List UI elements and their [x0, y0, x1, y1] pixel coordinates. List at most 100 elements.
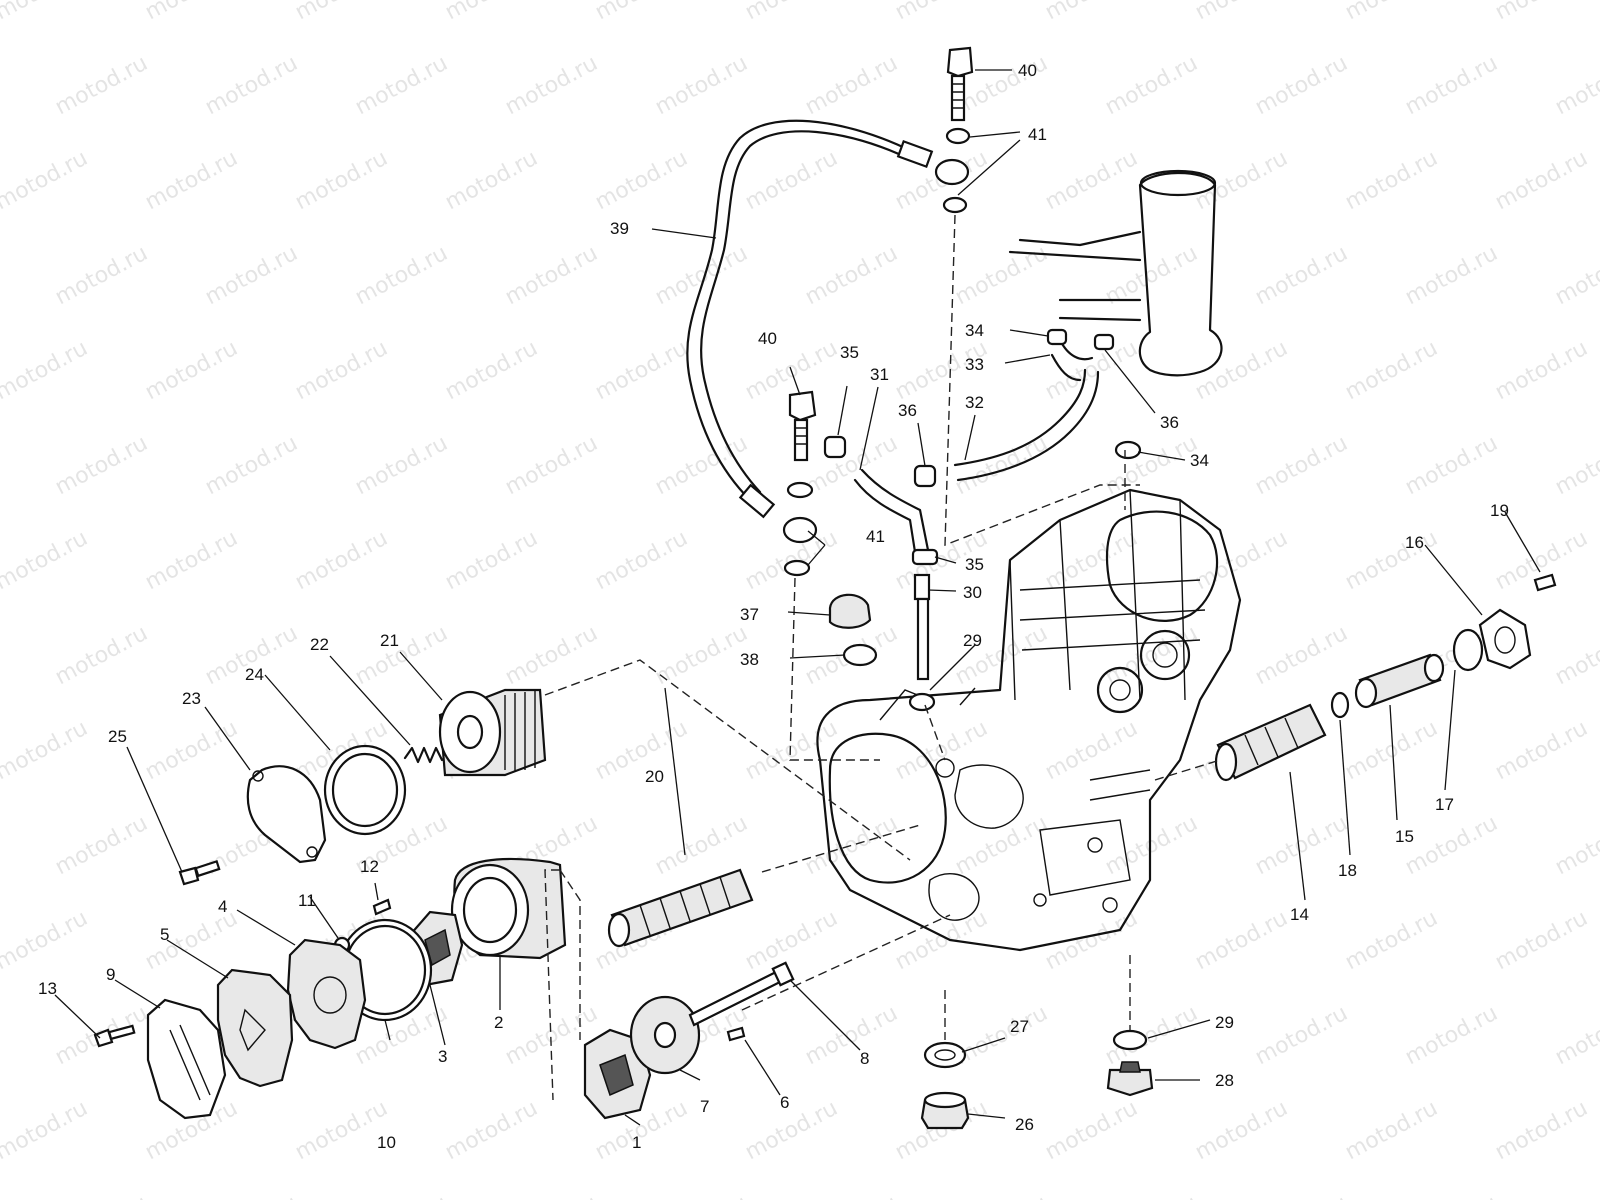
strainer-14	[1214, 703, 1327, 782]
drain-plug-26	[920, 1091, 970, 1130]
callout-21: 21	[380, 631, 399, 650]
watermark-text: motod.ru	[0, 1191, 2, 1200]
callout-25: 25	[108, 727, 127, 746]
watermark-text: motod.ru	[291, 336, 392, 405]
watermark-text: motod.ru	[0, 716, 92, 785]
watermark-text: motod.ru	[1551, 431, 1600, 500]
clamp-34-right	[1114, 440, 1142, 460]
watermark-text: motod.ru	[741, 146, 842, 215]
fitting-15	[1354, 653, 1445, 709]
pump-shaft-8	[688, 961, 795, 1027]
watermark-text: motod.ru	[1191, 1096, 1292, 1165]
watermark-text: motod.ru	[1251, 1191, 1352, 1200]
watermark-text: motod.ru	[1551, 1191, 1600, 1200]
watermark-text: motod.ru	[1191, 906, 1292, 975]
watermark-text: motod.ru	[1401, 431, 1502, 500]
watermark-text: motod.ru	[1191, 0, 1292, 25]
watermark-text: motod.ru	[291, 526, 392, 595]
watermark-text: motod.ru	[501, 431, 602, 500]
watermark-text: motod.ru	[651, 1191, 752, 1200]
watermark-text: motod.ru	[1101, 431, 1202, 500]
watermark-text: motod.ru	[441, 0, 542, 25]
watermark-text: motod.ru	[1251, 431, 1352, 500]
watermark-text: motod.ru	[291, 1096, 392, 1165]
watermark-text: motod.ru	[1341, 526, 1442, 595]
watermark-text: motod.ru	[801, 1001, 902, 1070]
callout-labels: 1 2 3 4 5 6 7 8 9 10 11 12 13 14 15 16 1…	[38, 61, 1509, 1152]
watermark-text: motod.ru	[1401, 1001, 1502, 1070]
watermark-text: motod.ru	[441, 146, 542, 215]
pin-12	[372, 898, 392, 916]
callout-36-right: 36	[1160, 413, 1179, 432]
gasket-5	[216, 968, 294, 1088]
watermark-text: motod.ru	[591, 336, 692, 405]
callout-32: 32	[965, 393, 984, 412]
watermark-text: motod.ru	[201, 1191, 302, 1200]
watermark-text: motod.ru	[1101, 621, 1202, 690]
callout-36-left: 36	[898, 401, 917, 420]
watermark-text: motod.ru	[441, 1096, 542, 1165]
watermark-text: motod.ru	[951, 241, 1052, 310]
watermark-text: motod.ru	[0, 336, 92, 405]
watermark-text: motod.ru	[1401, 241, 1502, 310]
watermark-text: motod.ru	[951, 1001, 1052, 1070]
watermark-text: motod.ru	[0, 431, 2, 500]
washer-41-a	[786, 481, 814, 499]
breather-hoses	[823, 328, 1142, 554]
watermark-text: motod.ru	[441, 336, 542, 405]
watermark-text: motod.ru	[891, 0, 992, 25]
watermark-text: motod.ru	[351, 1191, 452, 1200]
watermark-text: motod.ru	[141, 146, 242, 215]
callout-1: 1	[632, 1133, 641, 1152]
callout-18: 18	[1338, 861, 1357, 880]
callout-40-lower: 40	[758, 329, 777, 348]
watermark-text: motod.ru	[141, 716, 242, 785]
watermark-text: motod.ru	[0, 0, 92, 25]
frame-tube	[1008, 169, 1223, 377]
watermark-text: motod.ru	[291, 0, 392, 25]
banjo-bolt-40-lower	[788, 390, 817, 462]
callout-33: 33	[965, 355, 984, 374]
watermark-text: motod.ru	[141, 0, 242, 25]
pump-housing-2	[450, 857, 567, 960]
watermark-text: motod.ru	[51, 621, 152, 690]
watermark-text: motod.ru	[1041, 1096, 1142, 1165]
pump-gear-7	[629, 995, 701, 1075]
callout-19: 19	[1490, 501, 1509, 520]
banjo-bolt-40-top	[946, 46, 974, 122]
watermark-text: motod.ru	[1041, 146, 1142, 215]
watermark-text: motod.ru	[1551, 1001, 1600, 1070]
callout-7: 7	[700, 1097, 709, 1116]
watermark-text: motod.ru	[51, 241, 152, 310]
pump-cover-9	[146, 998, 227, 1120]
callout-10: 10	[377, 1133, 396, 1152]
watermark-text: motod.ru	[651, 241, 752, 310]
callout-13: 13	[38, 979, 57, 998]
watermark-text: motod.ru	[801, 431, 902, 500]
watermark-text: motod.ru	[1101, 51, 1202, 120]
watermark-text: motod.ru	[0, 241, 2, 310]
watermark-text: motod.ru	[201, 431, 302, 500]
filter-cover-23	[246, 765, 327, 864]
watermark-text: motod.ru	[741, 906, 842, 975]
watermark-text: motod.ru	[1101, 811, 1202, 880]
watermark-text: motod.ru	[501, 1191, 602, 1200]
watermark-text: motod.ru	[1491, 906, 1592, 975]
watermark-text: motod.ru	[351, 621, 452, 690]
seal-38	[842, 643, 878, 667]
callout-34-right: 34	[1190, 451, 1209, 470]
watermark-text: motod.ru	[1251, 1001, 1352, 1070]
watermark-text: motod.ru	[1551, 811, 1600, 880]
clamp-36-left	[913, 464, 937, 488]
watermark-text: motod.ru	[1041, 0, 1142, 25]
watermark-text: motod.ru	[1041, 906, 1142, 975]
callout-31: 31	[870, 365, 889, 384]
watermark-text: motod.ru	[0, 1001, 2, 1070]
watermark-text: motod.ru	[351, 241, 452, 310]
watermark-text: motod.ru	[1551, 241, 1600, 310]
clamp-35-top	[823, 435, 847, 459]
callout-28: 28	[1215, 1071, 1234, 1090]
bolt-25	[178, 860, 221, 886]
callout-35-lower: 35	[965, 555, 984, 574]
